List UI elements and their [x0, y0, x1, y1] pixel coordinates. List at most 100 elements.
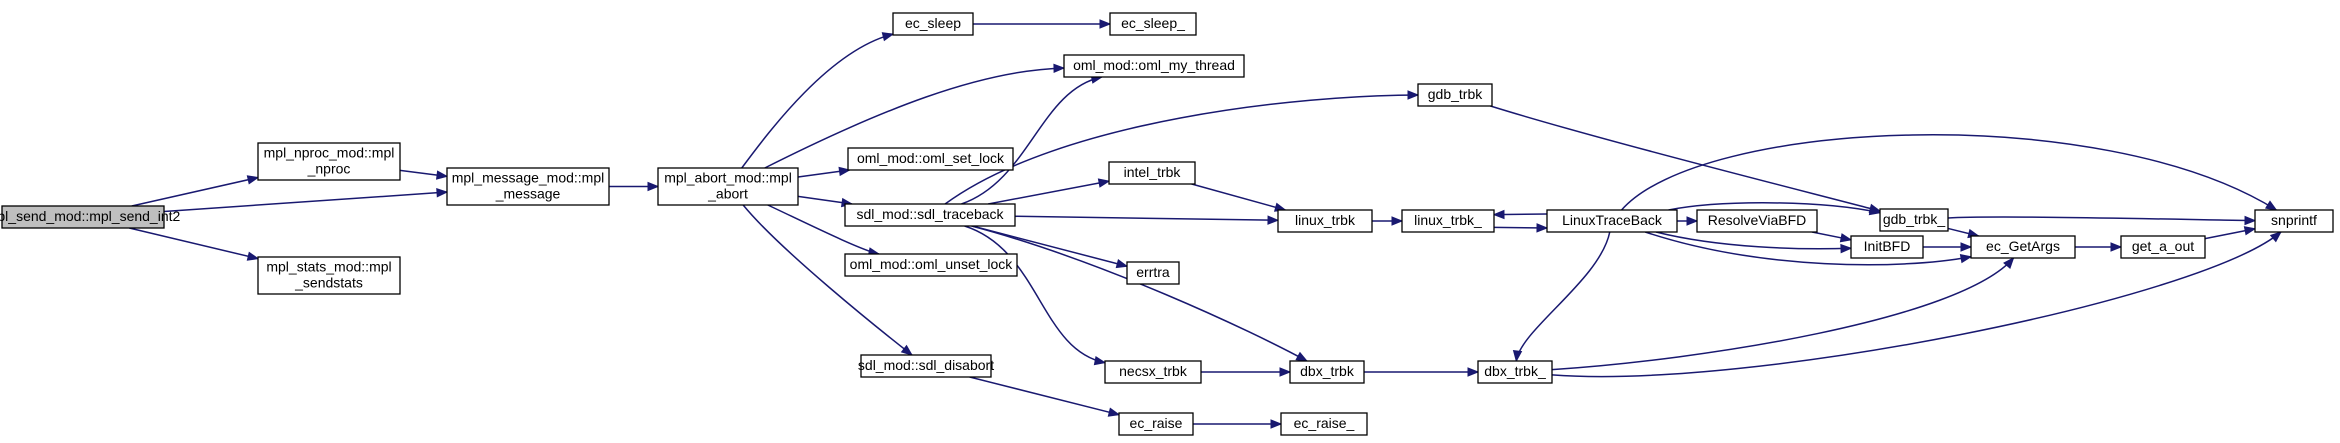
node-set_lock[interactable]: oml_mod::oml_set_lock [847, 147, 1014, 171]
node-LinuxTraceBack[interactable]: LinuxTraceBack [1546, 209, 1678, 233]
arrowhead-abort-to-set_lock [838, 166, 851, 177]
node-label: ResolveViaBFD [1708, 212, 1807, 228]
edge-LinuxTraceBack-to-gdb_trbk_ [1668, 202, 1881, 214]
arrowhead-dbx_trbk_-to-ec_GetArgs [2003, 256, 2015, 270]
edge-traceback-to-dbx_trbk [971, 225, 1308, 362]
node-box [657, 167, 799, 206]
node-ResolveViaBFD[interactable]: ResolveViaBFD [1696, 209, 1818, 233]
nodes-layer: mpl_send_mod::mpl_send_int2 mpl_nproc_mod… [0, 12, 2334, 436]
node-label: dbx_trbk_ [1484, 363, 1546, 379]
node-label: oml_mod::oml_unset_lock [850, 256, 1014, 272]
arrowhead-send_int2-to-message [436, 188, 449, 198]
node-ec_sleep-underscore[interactable]: ec_sleep_ [1109, 12, 1197, 36]
node-get_a_out[interactable]: get_a_out [2120, 235, 2206, 259]
node-label: mpl_abort_mod::mpl [664, 170, 792, 186]
node-disabort[interactable]: sdl_mod::sdl_disabort [858, 354, 994, 378]
node-ec_raise-underscore[interactable]: ec_raise_ [1280, 412, 1368, 436]
node-necsx_trbk[interactable]: necsx_trbk [1104, 360, 1202, 384]
node-box [1118, 412, 1194, 436]
arrowhead-abort-to-disabort [900, 344, 914, 356]
node-InitBFD[interactable]: InitBFD [1850, 235, 1924, 259]
node-label: ec_sleep_ [1121, 15, 1185, 31]
edge-abort-to-ec_sleep [741, 33, 894, 169]
node-box [1417, 83, 1493, 107]
node-my_thread[interactable]: oml_mod::oml_my_thread [1063, 54, 1245, 78]
arrowhead-gdb_trbk_-to-snprintf [2244, 215, 2257, 226]
node-ec_GetArgs[interactable]: ec_GetArgs [1970, 235, 2076, 259]
node-label: _message [495, 186, 561, 202]
node-label: mpl_message_mod::mpl [452, 170, 605, 186]
node-label: necsx_trbk [1119, 363, 1188, 379]
node-ec_raise[interactable]: ec_raise [1118, 412, 1194, 436]
node-box [1289, 360, 1365, 384]
node-label: ec_raise_ [1294, 415, 1355, 431]
node-nproc[interactable]: mpl_nproc_mod::mpl_nproc [257, 142, 401, 181]
node-linux_trbk-underscore[interactable]: linux_trbk_ [1401, 209, 1495, 233]
node-label: oml_mod::oml_set_lock [857, 150, 1005, 166]
edge-send_int2-to-sendstats [129, 227, 259, 260]
node-label: errtra [1136, 264, 1170, 280]
node-abort[interactable]: mpl_abort_mod::mpl_abort [657, 167, 799, 206]
node-ec_sleep[interactable]: ec_sleep [892, 12, 974, 36]
arrowhead-traceback-to-necsx_trbk [1093, 355, 1107, 366]
node-send_int2[interactable]: mpl_send_mod::mpl_send_int2 [0, 205, 180, 229]
arrowhead-LinuxTraceBack-to-snprintf [2264, 200, 2278, 211]
arrowhead-linux_trbk_-to-LinuxTraceBack [1536, 223, 1549, 233]
node-dbx_trbk[interactable]: dbx_trbk [1289, 360, 1365, 384]
node-box [1477, 360, 1553, 384]
node-label: InitBFD [1864, 238, 1911, 254]
node-errtra[interactable]: errtra [1126, 261, 1180, 285]
edge-abort-to-my_thread [764, 67, 1065, 169]
node-message[interactable]: mpl_message_mod::mpl_message [446, 167, 610, 206]
node-box [257, 142, 401, 181]
node-box [1970, 235, 2076, 259]
edge-send_int2-to-message [163, 191, 448, 213]
node-box [1109, 12, 1197, 36]
arrowhead-traceback-to-errtra [1115, 259, 1129, 269]
node-traceback[interactable]: sdl_mod::sdl_traceback [844, 203, 1016, 227]
node-box [1108, 161, 1196, 185]
node-label: ec_GetArgs [1986, 238, 2060, 254]
node-snprintf[interactable]: snprintf [2254, 209, 2334, 233]
arrowhead-ec_GetArgs-to-get_a_out [2110, 242, 2123, 252]
node-box [844, 253, 1018, 277]
edge-dbx_trbk_-to-snprintf [1551, 231, 2282, 378]
edges-layer [129, 19, 2282, 429]
arrowhead-LinuxTraceBack-to-ec_GetArgs [1959, 253, 1973, 264]
node-sendstats[interactable]: mpl_stats_mod::mpl_sendstats [257, 256, 401, 295]
node-label: dbx_trbk [1300, 363, 1355, 379]
node-box [1401, 209, 1495, 233]
arrowhead-abort-to-my_thread [1053, 63, 1066, 74]
node-box [847, 147, 1014, 171]
arrowhead-LinuxTraceBack-to-dbx_trbk_ [1512, 350, 1523, 363]
edge-dbx_trbk_-to-ec_GetArgs [1551, 257, 2015, 371]
node-label: _nproc [307, 161, 351, 177]
edge-LinuxTraceBack-to-dbx_trbk_ [1515, 231, 1611, 362]
arrowhead-traceback-to-dbx_trbk [1295, 351, 1309, 362]
arrowhead-LinuxTraceBack-to-linux_trbk_ [1492, 209, 1505, 220]
node-label: intel_trbk [1124, 164, 1182, 180]
node-label: _abort [707, 186, 748, 202]
node-label: get_a_out [2132, 238, 2194, 254]
arrowhead-ResolveViaBFD-to-InitBFD [1839, 233, 1853, 243]
node-unset_lock[interactable]: oml_mod::oml_unset_lock [844, 253, 1018, 277]
arrowhead-traceback-to-gdb_trbk [1407, 90, 1420, 100]
node-label: _sendstats [294, 275, 363, 291]
arrowhead-disabort-to-ec_raise [1107, 407, 1121, 417]
arrowhead-LinuxTraceBack-to-InitBFD [1840, 243, 1853, 254]
node-gdb_trbk[interactable]: gdb_trbk [1417, 83, 1493, 107]
arrowhead-ec_sleep-to-ec_sleep_ [1099, 19, 1112, 29]
node-linux_trbk[interactable]: linux_trbk [1277, 209, 1373, 233]
node-dbx_trbk-underscore[interactable]: dbx_trbk_ [1477, 360, 1553, 384]
node-box [844, 203, 1016, 227]
node-box [257, 256, 401, 295]
node-box [2254, 209, 2334, 233]
edge-gdb_trbk_-to-snprintf [1947, 216, 2256, 222]
arrowhead-traceback-to-intel_trbk [1097, 178, 1111, 188]
node-intel_trbk[interactable]: intel_trbk [1108, 161, 1196, 185]
node-gdb_trbk-underscore[interactable]: gdb_trbk_ [1879, 208, 1949, 232]
node-box [2120, 235, 2206, 259]
edge-LinuxTraceBack-to-ec_GetArgs [1644, 231, 1972, 266]
node-box [1063, 54, 1245, 78]
